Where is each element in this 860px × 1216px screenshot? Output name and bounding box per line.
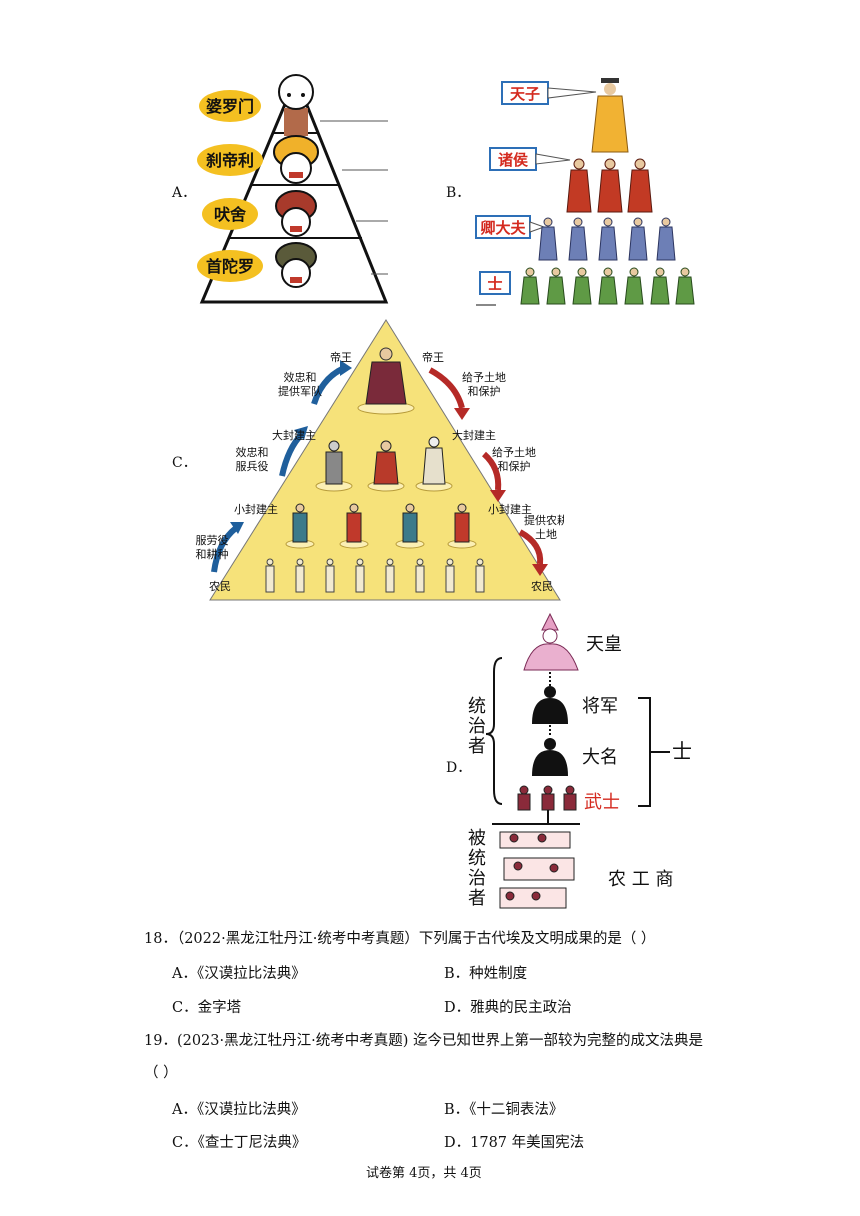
peasants-figures	[265, 558, 485, 593]
rank-left-peasant: 农民	[209, 579, 231, 593]
rank-right-king: 帝王	[422, 350, 444, 364]
up-caption-1a: 效忠和	[284, 370, 317, 384]
samurai-label: 武士	[584, 792, 620, 813]
down-caption-3b: 土地	[535, 528, 557, 541]
down-caption-2b: 和保护	[498, 459, 531, 473]
question-19-stem: 19．(2023·黑龙江牡丹江·统考中考真题) 迄今已知世界上第一部较为完整的成…	[144, 1033, 703, 1049]
caste-label-shudra: 首陀罗	[197, 250, 263, 282]
option-d-letter: D．	[446, 760, 472, 776]
rank-left-king: 帝王	[330, 350, 352, 364]
svg-text:天子: 天子	[510, 85, 540, 103]
rank-right-great-lord: 大封建主	[452, 428, 496, 442]
down-caption-1a: 给予土地	[462, 371, 506, 384]
lesser-lords-figures	[292, 503, 470, 543]
q19-option-a[interactable]: A．《汉谟拉比法典》	[172, 1102, 306, 1118]
shi-label: 士	[672, 739, 692, 763]
up-caption-1b: 提供军队	[278, 384, 322, 398]
ruled-char-3: 治	[468, 868, 486, 889]
zhuhou-figures	[566, 158, 653, 213]
up-caption-2b: 服兵役	[236, 459, 269, 473]
rulers-char-3: 者	[468, 736, 486, 757]
commoners-label: 农 工 商	[608, 869, 673, 890]
option-b-letter: B．	[446, 185, 471, 201]
down-caption-3a: 提供农耕	[524, 513, 564, 527]
caste-label-vaishya: 吠舍	[202, 198, 258, 230]
rank-left-great-lord: 大封建主	[272, 428, 316, 442]
q19-option-d[interactable]: D．1787 年美国宪法	[444, 1135, 585, 1151]
down-caption-1b: 和保护	[468, 384, 501, 398]
king-figure	[365, 347, 407, 405]
option-c-letter: C．	[172, 455, 197, 471]
svg-text:刹帝利: 刹帝利	[206, 151, 254, 170]
q18-option-d[interactable]: D．雅典的民主政治	[444, 1000, 572, 1016]
japanese-hierarchy-figure: 天皇 将军 大名 武士 士 统 治 者 被 统 治 者 农 工 商	[468, 612, 692, 909]
rank-left-lesser-lord: 小封建主	[234, 502, 278, 516]
option-a-letter: A．	[172, 185, 197, 201]
q19-option-c[interactable]: C．《查士丁尼法典》	[172, 1135, 307, 1151]
q18-option-b[interactable]: B．种姓制度	[444, 966, 528, 982]
svg-text:卿大夫: 卿大夫	[480, 219, 526, 237]
rank-label-tianzi: 天子	[501, 81, 597, 105]
question-19-stem-bracket: （ ）	[144, 1065, 178, 1081]
tenno-figure	[523, 612, 579, 671]
shudra-figure	[275, 242, 317, 288]
brahmin-figure	[278, 74, 314, 136]
samurai-figures	[517, 785, 577, 811]
qingdafu-figures	[538, 217, 676, 261]
kshatriya-figure	[273, 135, 319, 184]
svg-text:士: 士	[487, 275, 502, 293]
zhou-hierarchy-figure: 天子 诸侯 卿大夫 士	[475, 78, 695, 306]
up-caption-2a: 效忠和	[236, 445, 269, 459]
rulers-char-1: 统	[468, 696, 486, 717]
rank-label-shi: 士	[479, 271, 511, 295]
vaishya-figure	[275, 190, 317, 237]
shi-figures	[520, 267, 695, 305]
svg-text:诸侯: 诸侯	[498, 151, 529, 169]
svg-text:首陀罗: 首陀罗	[206, 257, 254, 276]
daimyo-figure	[532, 738, 568, 776]
caste-label-brahmin: 婆罗门	[199, 90, 261, 122]
shogun-label: 将军	[582, 696, 618, 717]
down-caption-2a: 给予土地	[492, 446, 536, 459]
rank-label-qingdafu: 卿大夫	[475, 215, 546, 239]
emperor-figure	[591, 78, 629, 153]
up-caption-3b: 和耕种	[196, 547, 229, 561]
commoner-figures	[499, 831, 575, 909]
tenno-label: 天皇	[586, 634, 622, 655]
rank-label-zhuhou: 诸侯	[489, 147, 571, 171]
page-footer: 试卷第 4页，共 4页	[366, 1166, 482, 1181]
ruled-char-4: 者	[468, 888, 486, 909]
up-caption-3a: 服劳役	[196, 533, 229, 547]
ruled-char-1: 被	[468, 828, 486, 849]
caste-label-kshatriya: 刹帝利	[197, 144, 263, 176]
question-18-stem: 18．（2022·黑龙江牡丹江·统考中考真题）下列属于古代埃及文明成果的是（ ）	[144, 931, 656, 947]
great-lords-figures	[325, 436, 446, 485]
daimyo-label: 大名	[582, 747, 618, 768]
svg-text:吠舍: 吠舍	[214, 205, 247, 224]
svg-text:婆罗门: 婆罗门	[206, 97, 254, 116]
q19-option-b[interactable]: B．《十二铜表法》	[444, 1102, 564, 1118]
shogun-figure	[532, 686, 568, 724]
caste-pyramid-figure: 婆罗门 刹帝利 吠舍 首陀罗	[197, 74, 389, 304]
q18-option-a[interactable]: A．《汉谟拉比法典》	[172, 966, 306, 982]
european-feudal-pyramid-figure: 帝王 帝王 大封建主 大封建主 小封建主 小封建主 农民 农民 效忠和 提供军队…	[196, 319, 564, 601]
rulers-char-2: 治	[468, 716, 486, 737]
q18-option-c[interactable]: C．金字塔	[172, 1000, 242, 1016]
ruled-char-2: 统	[468, 848, 486, 869]
rank-right-lesser-lord: 小封建主	[488, 502, 532, 516]
rank-right-peasant: 农民	[531, 579, 553, 593]
